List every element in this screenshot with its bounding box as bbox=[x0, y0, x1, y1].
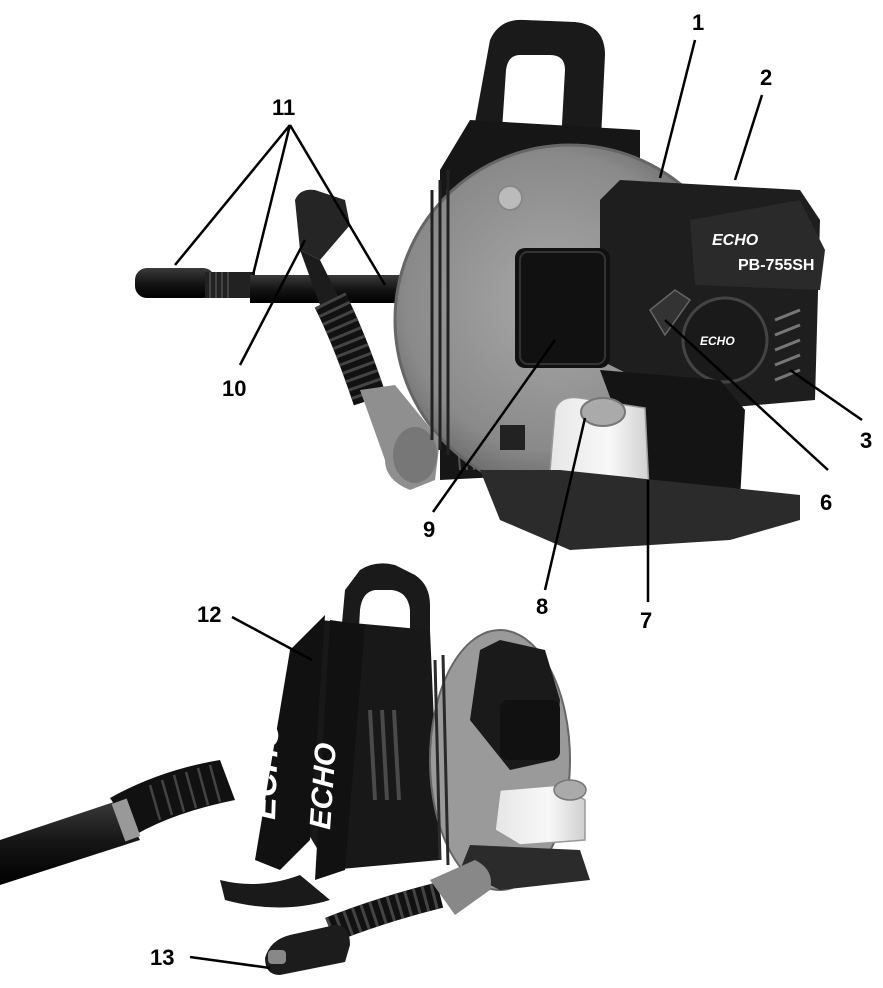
shoulder-strap-left bbox=[255, 615, 325, 870]
leader-11-c bbox=[288, 124, 387, 286]
lower-elbow bbox=[430, 860, 491, 915]
cooling-fins bbox=[430, 170, 450, 455]
leader-lines bbox=[174, 39, 863, 970]
lower-base bbox=[460, 845, 590, 890]
air-filter-box bbox=[515, 248, 610, 368]
fuel-cap bbox=[580, 397, 626, 427]
callout-12: 12 bbox=[197, 602, 221, 627]
leader-3 bbox=[789, 368, 863, 422]
callout-7: 7 bbox=[640, 608, 652, 633]
leader-12 bbox=[231, 615, 313, 662]
shoulder-strap-right bbox=[315, 620, 365, 880]
callout-11: 11 bbox=[272, 95, 295, 120]
callout-numbers: 1 2 3 6 7 8 9 10 11 12 13 bbox=[150, 10, 872, 970]
leader-8 bbox=[543, 417, 587, 591]
choke-lever bbox=[649, 289, 692, 337]
lower-blower-illustration: ECHO ECHO bbox=[0, 563, 590, 975]
leader-1 bbox=[658, 39, 697, 179]
lower-throttle-handle bbox=[265, 925, 350, 975]
engine-cover bbox=[690, 200, 825, 290]
strap-logo-1: ECHO bbox=[245, 721, 286, 821]
callout-3: 3 bbox=[860, 428, 872, 453]
leader-13 bbox=[189, 955, 271, 970]
muffler-guard bbox=[774, 308, 801, 382]
model-label: PB-755SH bbox=[738, 257, 814, 274]
svg-text:ECHO: ECHO bbox=[700, 334, 735, 348]
lower-tube bbox=[0, 800, 140, 885]
leader-6 bbox=[664, 319, 829, 471]
leader-9 bbox=[431, 339, 557, 513]
leader-11-a bbox=[174, 124, 291, 266]
strap-logo-2: ECHO bbox=[304, 742, 343, 831]
lower-flex-hose bbox=[325, 882, 444, 943]
brand-logo-top: ECHO bbox=[712, 232, 759, 249]
leader-2 bbox=[733, 94, 764, 181]
fuel-tank-dark bbox=[600, 370, 745, 505]
leader-10 bbox=[238, 239, 307, 366]
callout-10: 10 bbox=[222, 376, 246, 401]
recoil-starter bbox=[681, 296, 769, 384]
flex-hose bbox=[314, 292, 387, 406]
callout-2: 2 bbox=[760, 65, 772, 90]
leader-11-b bbox=[251, 124, 292, 276]
lower-frame-handle bbox=[335, 563, 430, 700]
frame-handle bbox=[470, 19, 605, 161]
callout-8: 8 bbox=[536, 594, 548, 619]
callout-13: 13 bbox=[150, 945, 174, 970]
callout-1: 1 bbox=[692, 10, 704, 35]
upper-blower-illustration: ECHO PB-755SH ECHO bbox=[135, 19, 825, 550]
callout-6: 6 bbox=[820, 490, 832, 515]
throttle-handle bbox=[295, 189, 350, 305]
base-plate bbox=[480, 470, 800, 550]
callout-9: 9 bbox=[423, 517, 435, 542]
waist-strap bbox=[220, 875, 330, 908]
